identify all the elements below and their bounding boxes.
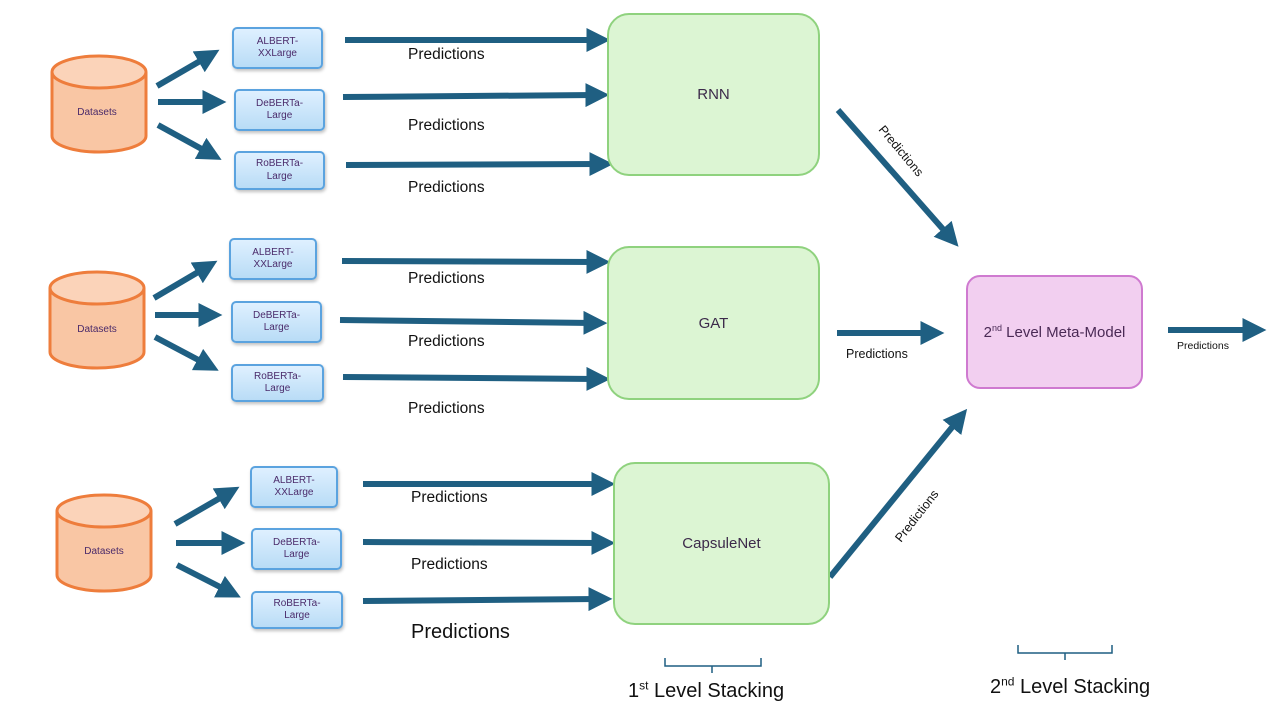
model-label: DeBERTa-Large: [252, 309, 301, 334]
model-label: RoBERTa-Large: [255, 158, 304, 182]
level1-gat-label: GAT: [698, 314, 729, 332]
datasets-label: Datasets: [77, 324, 116, 335]
model-label: DeBERTa-Large: [272, 536, 321, 561]
model-deberta-1: DeBERTa-Large: [234, 89, 325, 131]
model-label: ALBERT-XXLarge: [273, 474, 315, 499]
predictions-label: Predictions: [411, 621, 510, 643]
predictions-label: Predictions: [408, 270, 485, 287]
model-deberta-2: DeBERTa-Large: [231, 301, 322, 343]
datasets-label: Datasets: [77, 107, 116, 118]
model-label: RoBERTa-Large: [273, 597, 321, 622]
arrow-roberta1-to-rnn: [345, 152, 614, 177]
model-deberta-3: DeBERTa-Large: [251, 528, 342, 570]
brace-level1: [664, 658, 762, 673]
level1-gat: GAT: [607, 246, 820, 400]
datasets-cylinder-3: Datasets: [55, 493, 153, 593]
meta-model-label: 2nd Level Meta-Model: [983, 322, 1126, 341]
predictions-label: Predictions: [408, 46, 485, 63]
level1-rnn: RNN: [607, 13, 820, 176]
predictions-label: Predictions: [408, 179, 485, 196]
level2-stacking-label: 2nd Level Stacking: [990, 674, 1151, 698]
arrow-dataset2-to-roberta: [153, 334, 219, 371]
datasets-cylinder-2: Datasets: [48, 270, 146, 370]
model-albert-2: ALBERT-XXLarge: [229, 238, 317, 280]
arrow-roberta3-to-capsule: [362, 587, 613, 612]
predictions-label-output: Predictions: [1177, 340, 1229, 352]
predictions-label: Predictions: [408, 333, 485, 350]
model-label: ALBERT-XXLarge: [256, 35, 299, 60]
arrow-dataset1-to-albert: [155, 49, 220, 89]
arrow-albert2-to-gat: [341, 249, 611, 274]
predictions-label: Predictions: [408, 117, 485, 134]
arrow-deberta1-to-rnn: [342, 83, 610, 108]
brace-level2: [1017, 645, 1113, 660]
arrow-dataset3-to-albert: [173, 486, 240, 527]
arrow-deberta2-to-gat: [339, 310, 608, 335]
model-roberta-2: RoBERTa-Large: [231, 364, 324, 402]
model-label: DeBERTa-Large: [255, 97, 304, 122]
meta-model: 2nd Level Meta-Model: [966, 275, 1143, 389]
arrow-dataset1-to-roberta: [156, 122, 222, 160]
predictions-label: Predictions: [411, 489, 488, 506]
arrow-dataset3-to-roberta: [175, 562, 241, 598]
model-label: RoBERTa-Large: [253, 370, 302, 395]
level1-capsulenet: CapsuleNet: [613, 462, 830, 625]
model-albert-3: ALBERT-XXLarge: [250, 466, 338, 508]
model-albert-1: ALBERT-XXLarge: [232, 27, 323, 69]
arrow-roberta2-to-gat: [342, 366, 611, 391]
datasets-label: Datasets: [84, 546, 123, 557]
level1-stacking-label: 1st Level Stacking: [628, 678, 785, 702]
arrow-rnn-to-meta: [835, 108, 959, 247]
model-roberta-3: RoBERTa-Large: [251, 591, 343, 629]
predictions-label-gat-meta: Predictions: [846, 347, 908, 361]
datasets-cylinder-1: Datasets: [50, 54, 148, 154]
model-label: ALBERT-XXLarge: [252, 246, 294, 271]
predictions-label: Predictions: [411, 556, 488, 573]
predictions-label: Predictions: [408, 400, 485, 417]
level1-rnn-label: RNN: [697, 86, 730, 103]
model-roberta-1: RoBERTa-Large: [234, 151, 325, 190]
arrow-capsule-to-meta: [827, 408, 968, 579]
arrow-dataset2-to-albert: [152, 260, 218, 301]
arrow-deberta3-to-capsule: [362, 530, 616, 555]
level1-capsulenet-label: CapsuleNet: [682, 535, 761, 552]
